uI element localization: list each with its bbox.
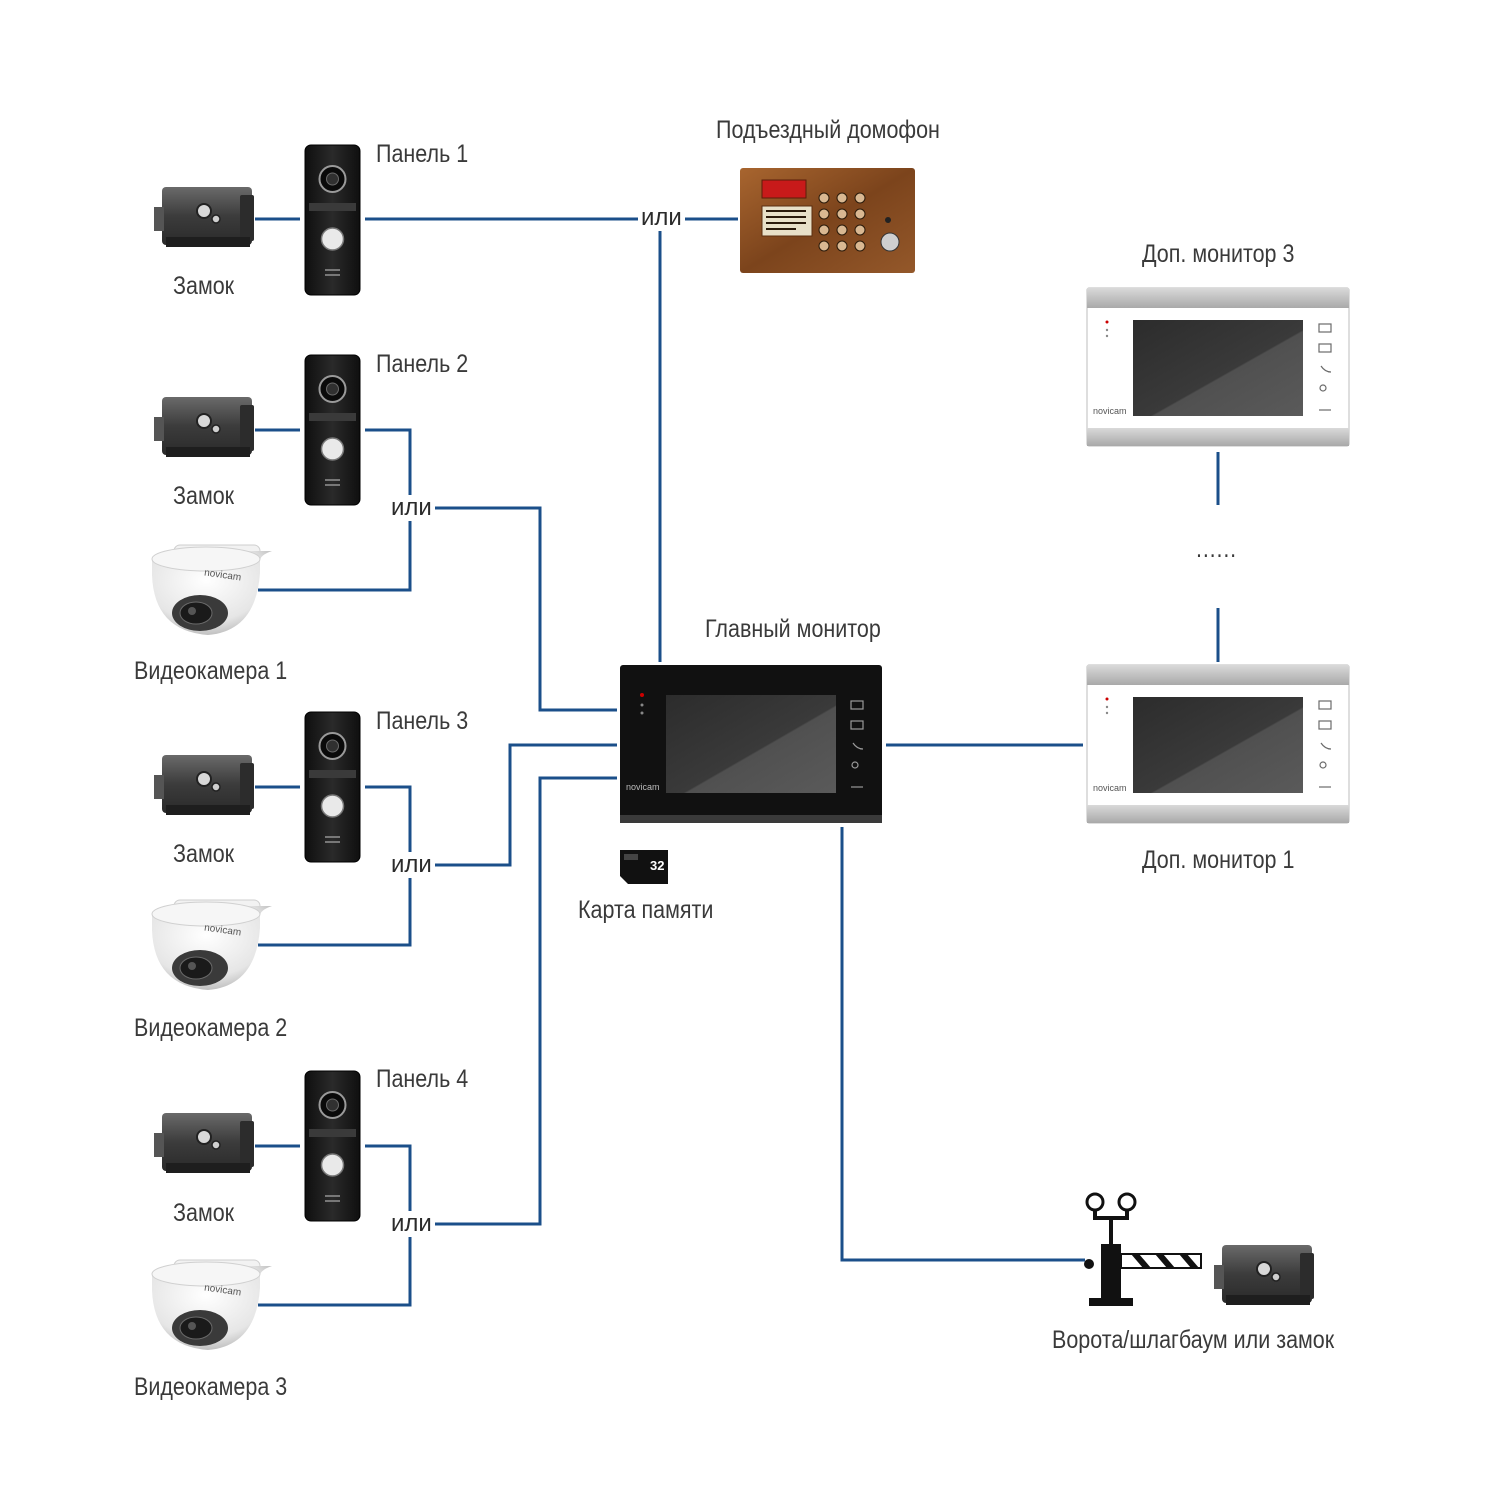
- lock-3-label: Замок: [173, 840, 235, 868]
- panel-2-label: Панель 2: [376, 350, 469, 378]
- wire-group3-main: [410, 776, 617, 1226]
- memory-card-capacity: 32: [650, 858, 664, 873]
- camera-2-label: Видеокамера 2: [134, 1014, 288, 1042]
- lock-2-icon: [153, 396, 255, 458]
- or-label-group-2: или: [388, 852, 435, 878]
- call-panel-2-icon: [304, 354, 361, 506]
- wire-main-gate: [840, 827, 1085, 1262]
- memory-card-icon: 32: [620, 850, 668, 884]
- wire-group2-main: [410, 743, 617, 867]
- lock-4-icon: [153, 1112, 255, 1174]
- memory-card-label: Карта памяти: [578, 896, 714, 924]
- main-monitor-icon: [620, 665, 882, 823]
- or-label-group-1: или: [388, 495, 435, 521]
- panel-1-label: Панель 1: [376, 140, 469, 168]
- call-panel-1-icon: [304, 144, 361, 296]
- lock-1-icon: [153, 186, 255, 248]
- gate-label: Ворота/шлагбаум или замок: [1052, 1326, 1335, 1354]
- extra-monitor-1-label: Доп. монитор 1: [1142, 846, 1295, 874]
- panel-3-label: Панель 3: [376, 707, 469, 735]
- camera-3-icon: [151, 1259, 273, 1351]
- entrance-intercom-icon: [740, 168, 915, 273]
- camera-3-label: Видеокамера 3: [134, 1373, 288, 1401]
- extra-monitor-3-label: Доп. монитор 3: [1142, 240, 1295, 268]
- ellipsis-label: ......: [1196, 535, 1238, 563]
- main-monitor-label: Главный монитор: [705, 615, 881, 643]
- extra-monitor-3-icon: [1086, 287, 1350, 447]
- lock-2-label: Замок: [173, 482, 235, 510]
- call-panel-3-icon: [304, 711, 361, 863]
- entrance-intercom-label: Подъездный домофон: [716, 116, 940, 144]
- panel-4-label: Панель 4: [376, 1065, 469, 1093]
- or-label-group-3: или: [388, 1211, 435, 1237]
- or-label-intercom: или: [638, 205, 685, 231]
- extra-monitor-1-icon: [1086, 664, 1350, 824]
- extra-monitor-1-brand: novicam: [1093, 783, 1127, 793]
- camera-1-icon: [151, 544, 273, 636]
- lock-4-label: Замок: [173, 1199, 235, 1227]
- call-panel-4-icon: [304, 1070, 361, 1222]
- camera-2-icon: [151, 899, 273, 991]
- barrier-gate-icon: [1084, 1192, 1202, 1306]
- lock-1-label: Замок: [173, 272, 235, 300]
- lock-3-icon: [153, 754, 255, 816]
- wire-group1-main: [410, 506, 617, 712]
- gate-lock-icon: [1213, 1244, 1315, 1306]
- extra-monitor-3-brand: novicam: [1093, 406, 1127, 416]
- camera-1-label: Видеокамера 1: [134, 657, 288, 685]
- main-monitor-brand: novicam: [626, 782, 660, 792]
